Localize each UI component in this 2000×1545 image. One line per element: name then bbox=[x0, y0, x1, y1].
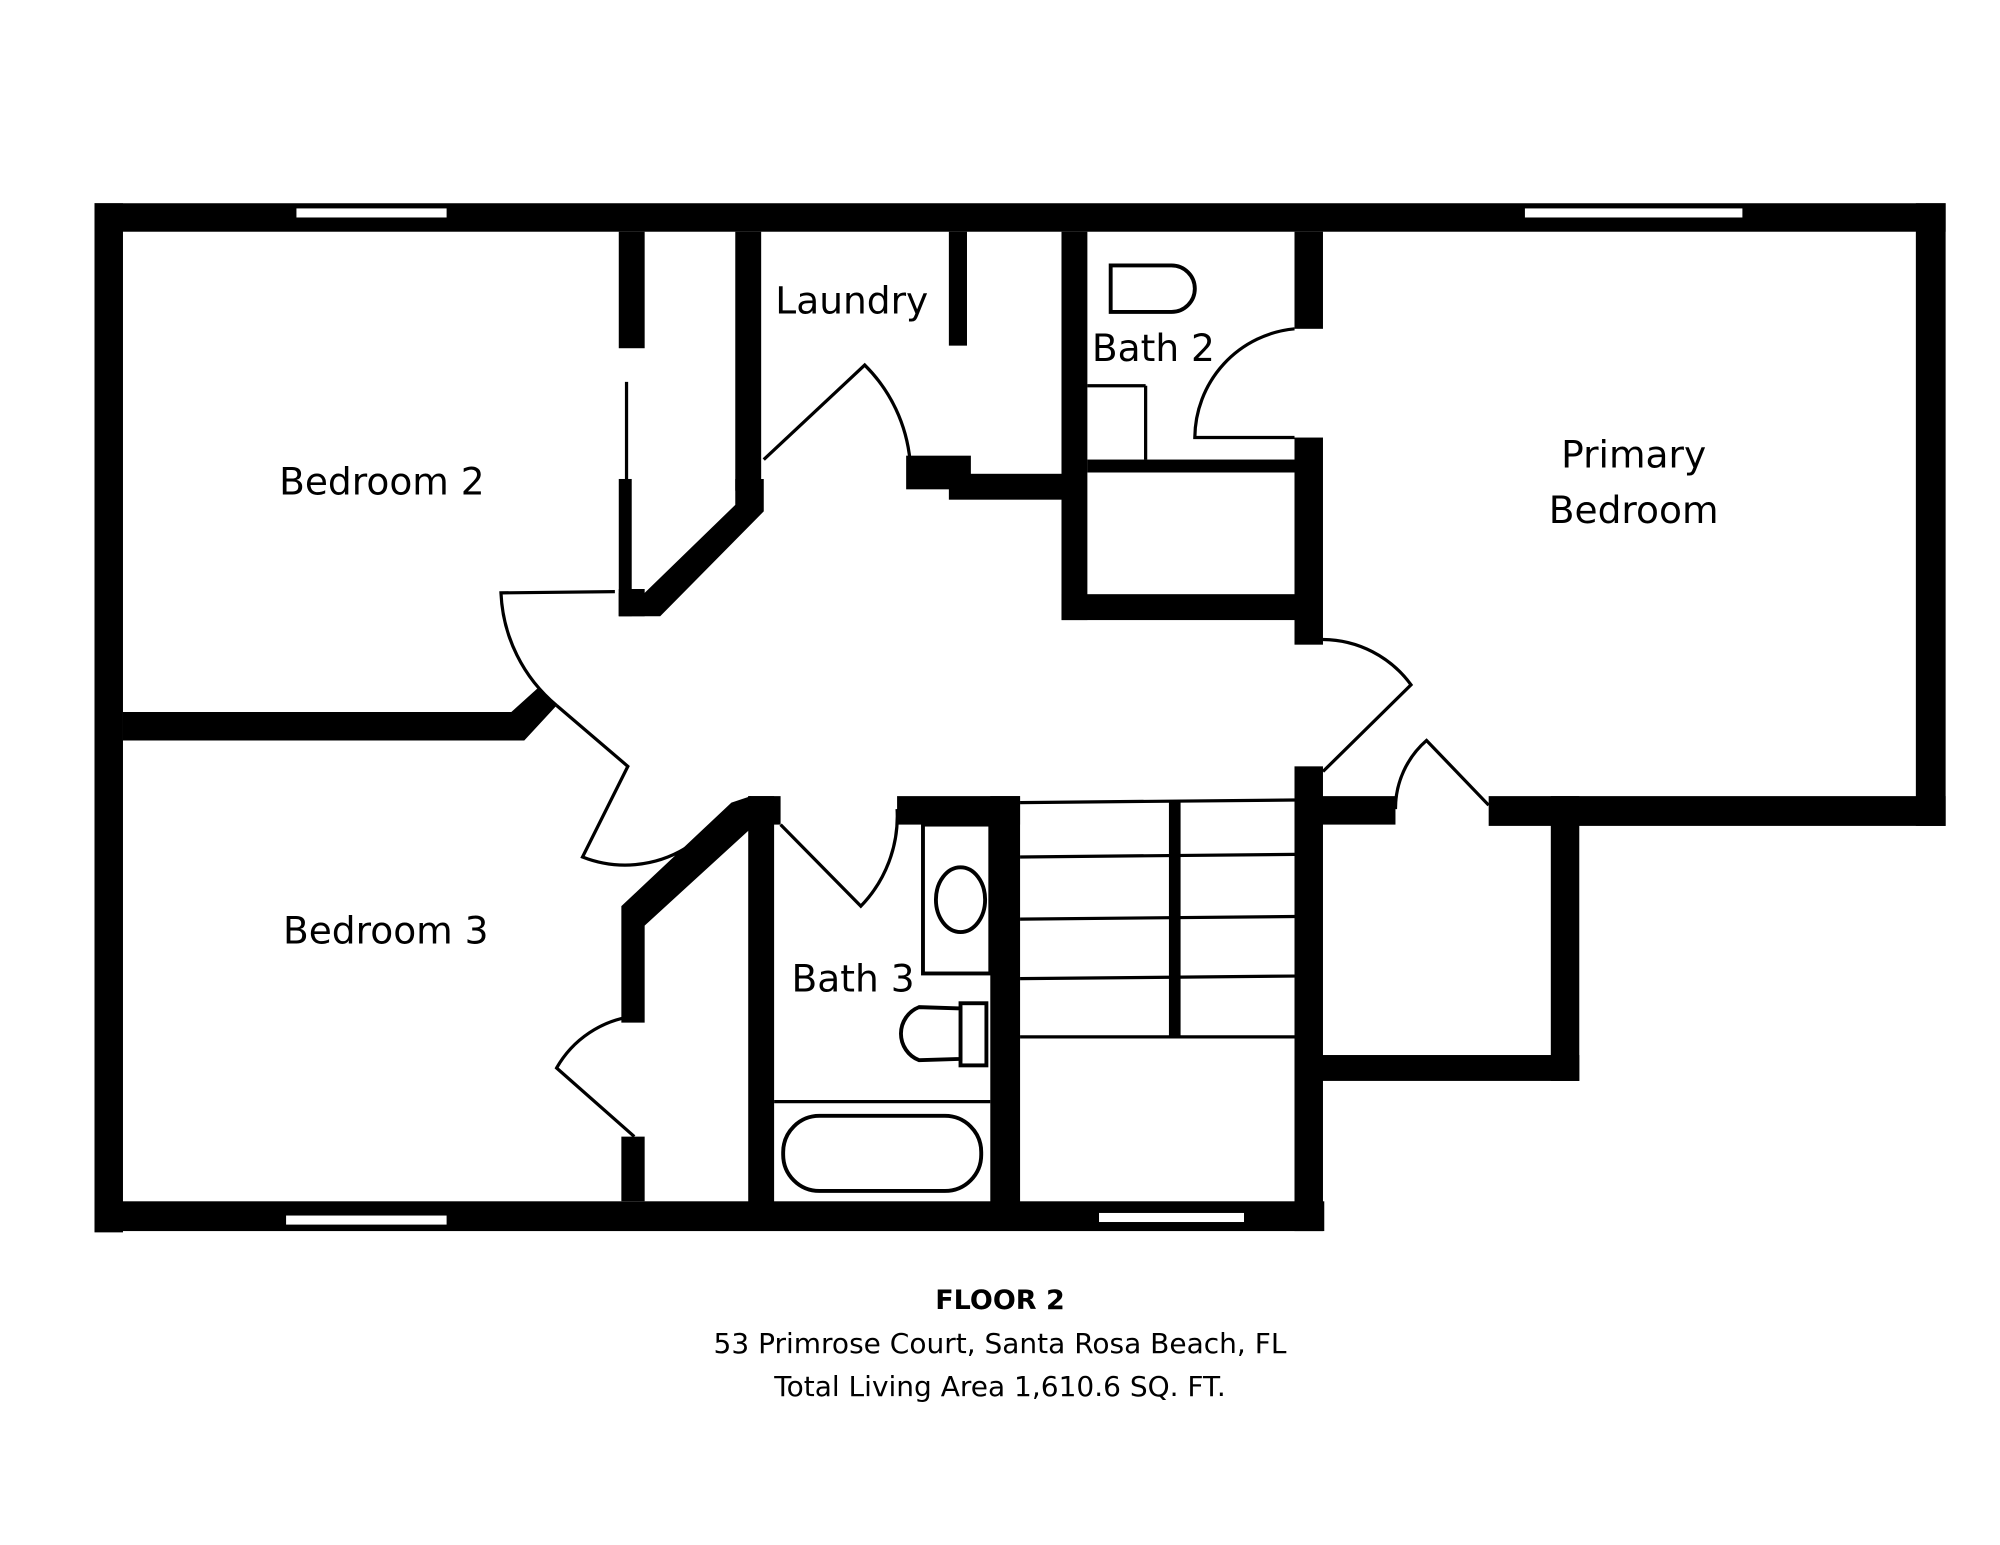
label-primary-line1: Primary bbox=[1561, 432, 1706, 476]
door-bedroom3 bbox=[555, 704, 687, 867]
door-bath2 bbox=[1193, 327, 1295, 440]
basin-icon bbox=[933, 865, 988, 934]
toilet-tank-icon bbox=[958, 1001, 989, 1068]
door-bath3 bbox=[779, 808, 899, 909]
label-bedroom3: Bedroom 3 bbox=[283, 909, 489, 953]
window-primary bbox=[1522, 205, 1745, 221]
window-bedroom2 bbox=[293, 205, 450, 221]
floor-title: FLOOR 2 bbox=[935, 1285, 1065, 1316]
windows bbox=[283, 205, 1745, 1228]
label-bedroom2: Bedroom 2 bbox=[279, 460, 485, 504]
room-labels: Bedroom 2 Bedroom 3 Laundry Bath 2 Bath … bbox=[279, 278, 1718, 1000]
door-primary-closet bbox=[1393, 738, 1490, 810]
door-bedroom3-closet bbox=[554, 1014, 636, 1138]
interior-walls bbox=[122, 231, 1323, 1211]
fixtures bbox=[781, 263, 1197, 1193]
property-address: 53 Primrose Court, Santa Rosa Beach, FL bbox=[713, 1327, 1287, 1360]
door-laundry bbox=[762, 362, 912, 462]
doors bbox=[499, 327, 1490, 1138]
sink-icon bbox=[1108, 263, 1197, 314]
total-living-area: Total Living Area 1,610.6 SQ. FT. bbox=[774, 1370, 1226, 1403]
door-primary bbox=[1321, 637, 1414, 773]
label-primary-line2: Bedroom bbox=[1549, 488, 1719, 532]
window-stair bbox=[1096, 1210, 1247, 1225]
bathtub-icon bbox=[781, 1113, 984, 1193]
toilet-icon bbox=[899, 1005, 963, 1063]
door-bedroom2 bbox=[499, 589, 615, 707]
label-bath3: Bath 3 bbox=[792, 957, 915, 1001]
label-bath2: Bath 2 bbox=[1092, 326, 1215, 370]
window-bedroom3 bbox=[283, 1212, 450, 1228]
label-laundry: Laundry bbox=[775, 278, 928, 322]
